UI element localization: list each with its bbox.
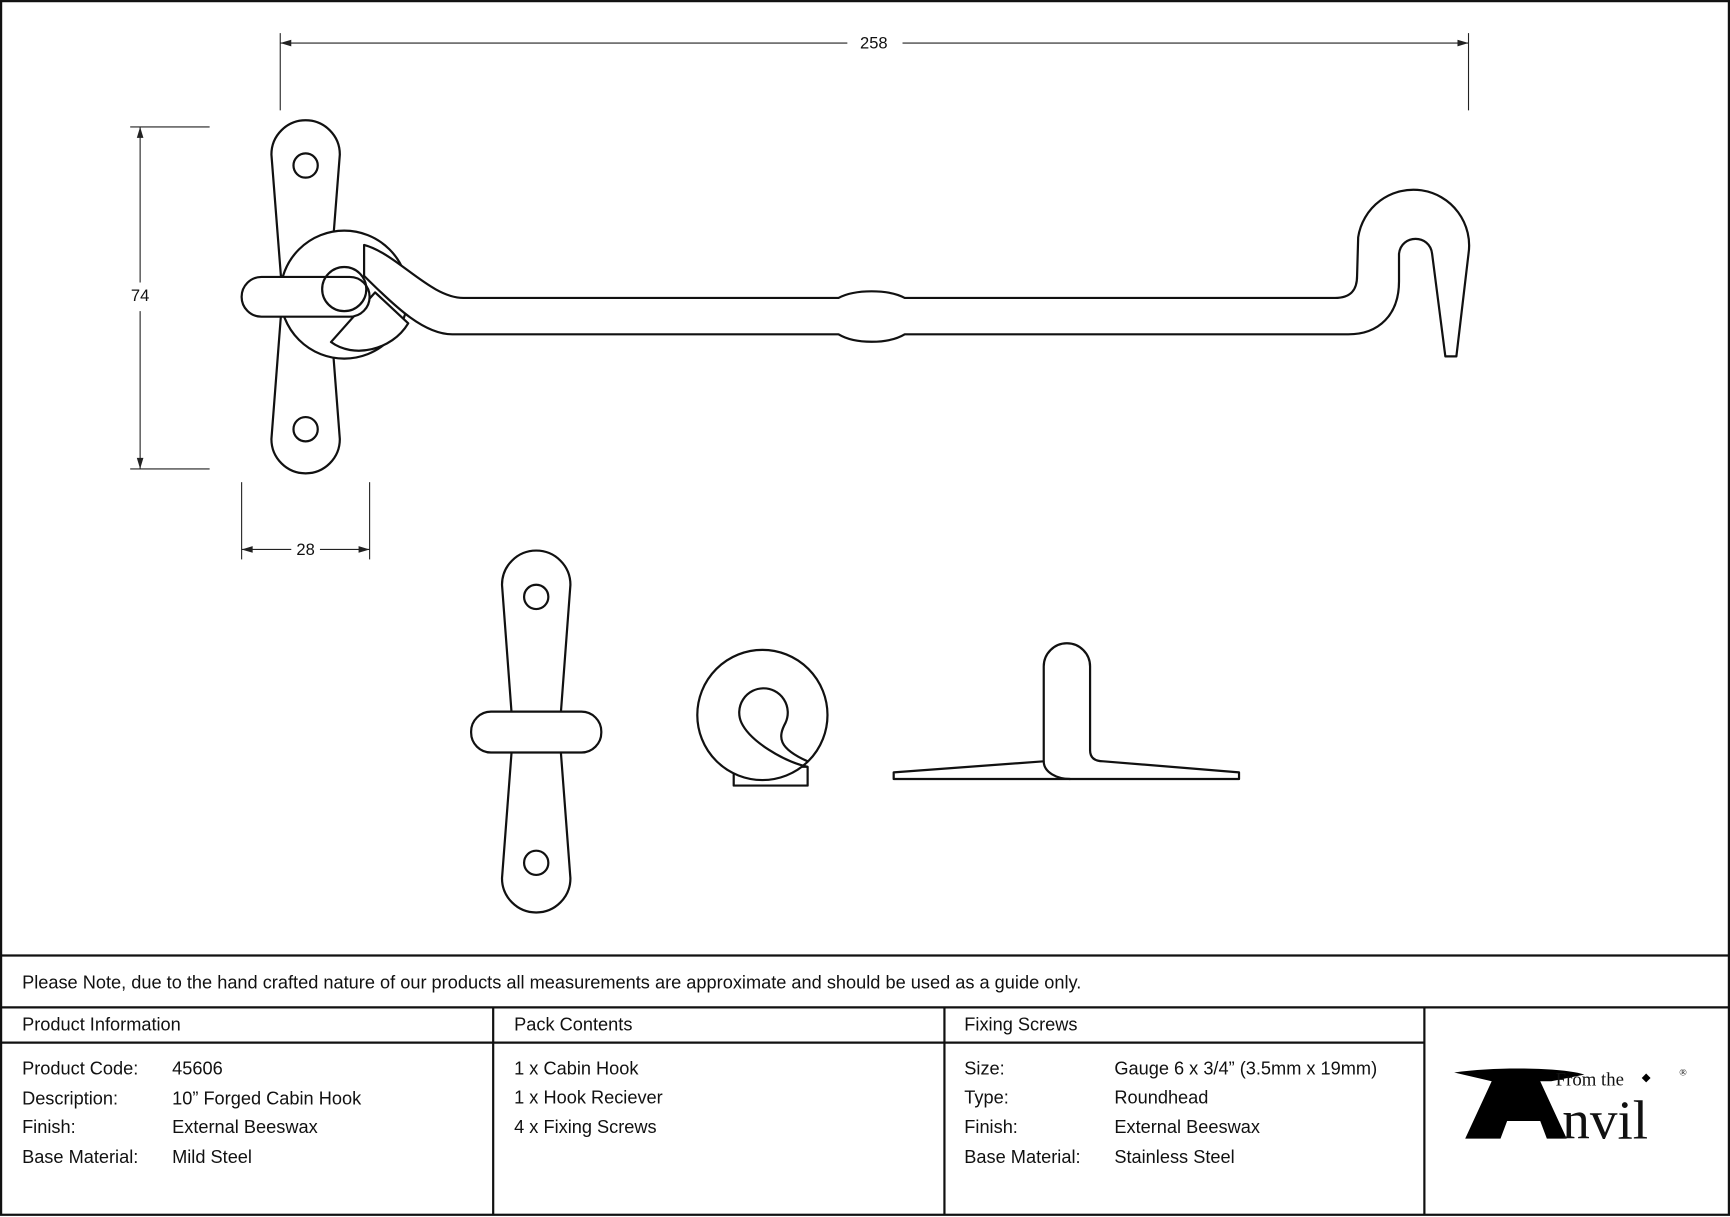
description-label: Description: (22, 1088, 118, 1108)
description-value: 10” Forged Cabin Hook (172, 1088, 362, 1108)
screw-finish-label: Finish: (964, 1117, 1018, 1137)
info-table: Please Note, due to the hand crafted nat… (1, 954, 1729, 1215)
hook-plate-view (470, 549, 603, 914)
dimension-height-label: 74 (131, 286, 149, 305)
dimension-width-label: 28 (296, 540, 314, 559)
screw-size-label: Size: (964, 1059, 1004, 1079)
screw-finish-value: External Beeswax (1114, 1117, 1260, 1137)
hook-receiver-view (696, 648, 829, 787)
base-material-value: Mild Steel (172, 1147, 252, 1167)
pack-item: 4 x Fixing Screws (514, 1117, 657, 1137)
product-info-heading: Product Information (22, 1015, 181, 1035)
hook-receiver-side-view (892, 642, 1241, 781)
pack-item: 1 x Hook Reciever (514, 1087, 663, 1107)
fixing-screws-heading: Fixing Screws (964, 1015, 1077, 1035)
dimension-length: 258 (279, 33, 1470, 111)
screw-size-value: Gauge 6 x 3/4” (3.5mm x 19mm) (1114, 1059, 1377, 1079)
screw-material-value: Stainless Steel (1114, 1147, 1234, 1167)
dimension-length-label: 258 (860, 34, 888, 53)
cabin-hook-front-view (240, 119, 1471, 475)
finish-value: External Beeswax (172, 1117, 318, 1137)
measurement-note: Please Note, due to the hand crafted nat… (22, 973, 1081, 993)
anvil-icon (1454, 1068, 1585, 1139)
base-material-label: Base Material: (22, 1147, 138, 1167)
product-code-value: 45606 (172, 1059, 223, 1079)
dimension-width: 28 (241, 482, 371, 560)
pack-item: 1 x Cabin Hook (514, 1059, 639, 1079)
finish-label: Finish: (22, 1117, 76, 1137)
product-code-label: Product Code: (22, 1059, 138, 1079)
pack-contents-heading: Pack Contents (514, 1015, 632, 1035)
screw-type-label: Type: (964, 1087, 1008, 1107)
from-the-anvil-logo: From the nvil ® (1454, 1068, 1687, 1151)
screw-material-label: Base Material: (964, 1147, 1080, 1167)
logo-small-text: From the (1556, 1070, 1624, 1091)
screw-type-value: Roundhead (1114, 1087, 1208, 1107)
registered-mark: ® (1679, 1068, 1687, 1079)
dimension-height: 74 (130, 126, 210, 470)
logo-big-text: nvil (1562, 1090, 1648, 1151)
